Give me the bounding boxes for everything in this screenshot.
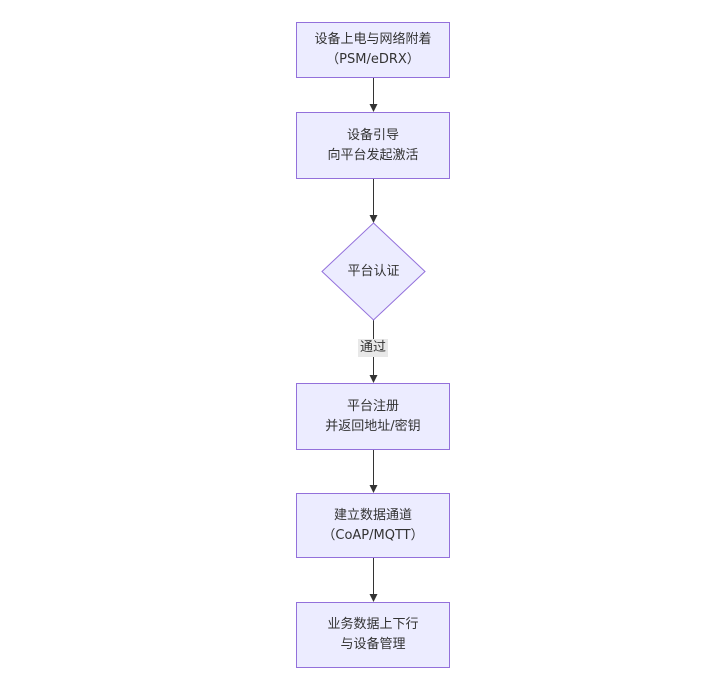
decision-diamond-shape xyxy=(321,222,426,321)
node-data-channel-label: 建立数据通道 （CoAP/MQTT） xyxy=(322,507,424,543)
node-bootstrap-activate: 设备引导 向平台发起激活 xyxy=(296,112,450,179)
edge-label-pass: 通过 xyxy=(357,339,389,357)
edge-label-pass-text: 通过 xyxy=(359,340,387,355)
node-bootstrap-activate-label: 设备引导 向平台发起激活 xyxy=(327,127,419,163)
decision-platform-auth-label: 平台认证 xyxy=(347,264,400,279)
node-power-attach: 设备上电与网络附着 （PSM/eDRX） xyxy=(296,22,450,78)
node-business-data: 业务数据上下行 与设备管理 xyxy=(296,602,450,668)
decision-platform-auth: 平台认证 xyxy=(296,263,451,281)
node-business-data-label: 业务数据上下行 与设备管理 xyxy=(327,617,419,652)
node-platform-register-label: 平台注册 并返回地址/密钥 xyxy=(325,398,421,434)
node-power-attach-label: 设备上电与网络附着 （PSM/eDRX） xyxy=(314,32,432,67)
node-platform-register: 平台注册 并返回地址/密钥 xyxy=(296,383,450,450)
node-data-channel: 建立数据通道 （CoAP/MQTT） xyxy=(296,493,450,558)
